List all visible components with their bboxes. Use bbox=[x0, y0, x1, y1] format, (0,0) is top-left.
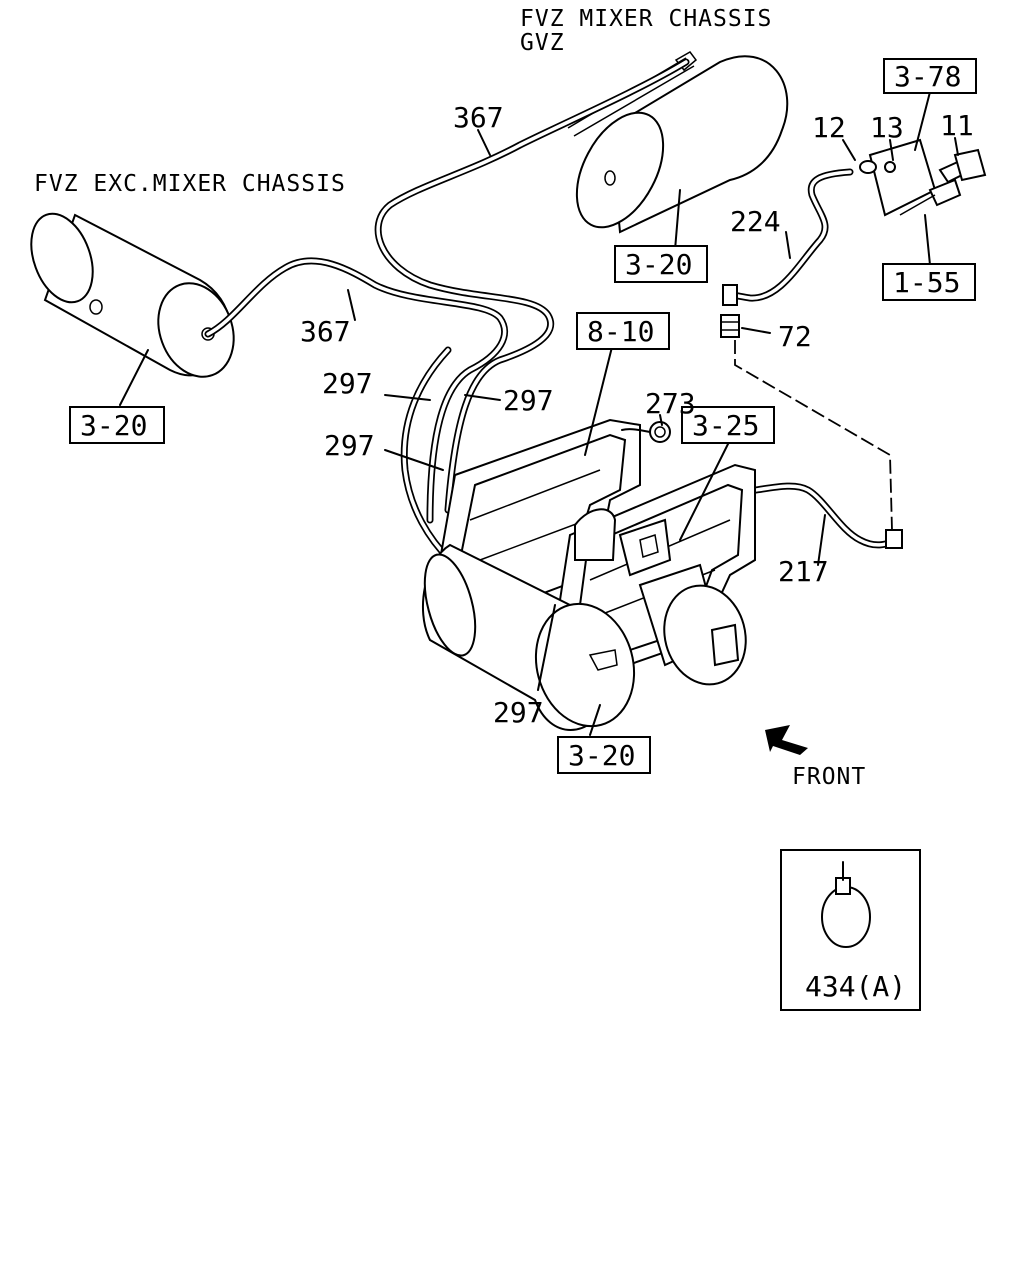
front-arrow-icon bbox=[765, 725, 808, 755]
valve-273 bbox=[621, 421, 671, 443]
ref-box-3-25 bbox=[681, 406, 775, 444]
hose-route-dashed bbox=[734, 340, 893, 531]
part-297-c: 297 bbox=[324, 429, 375, 462]
ref-box-8-10 bbox=[576, 312, 670, 350]
part-297-d: 297 bbox=[493, 696, 544, 729]
air-tank-top bbox=[567, 51, 789, 234]
caption-front: FRONT bbox=[792, 764, 866, 790]
caption-fvz-mixer-chassis: FVZ MIXER CHASSIS bbox=[520, 6, 772, 32]
part-367-left: 367 bbox=[300, 315, 351, 348]
ref-box-3-20-top bbox=[614, 245, 708, 283]
part-13: 13 bbox=[870, 111, 904, 144]
bracket-assembly bbox=[859, 138, 987, 217]
part-434a: 434(A) bbox=[805, 970, 906, 1003]
part-273: 273 bbox=[645, 387, 696, 420]
part-72: 72 bbox=[778, 320, 812, 353]
caption-fvz-exc-mixer-chassis: FVZ EXC.MIXER CHASSIS bbox=[34, 171, 346, 197]
ref-3-78: 3-78 bbox=[894, 60, 961, 93]
inset-clip-434: 434(A) bbox=[780, 849, 921, 1011]
ref-1-55: 1-55 bbox=[893, 266, 960, 299]
fitting-217-end bbox=[885, 529, 903, 549]
ref-3-25: 3-25 bbox=[692, 409, 759, 442]
part-297-b: 297 bbox=[503, 384, 554, 417]
ref-box-3-20-left bbox=[69, 406, 165, 444]
ref-box-3-20-bottom bbox=[557, 736, 651, 774]
part-224: 224 bbox=[730, 205, 781, 238]
fitting-72 bbox=[720, 284, 740, 338]
ref-box-1-55 bbox=[882, 263, 976, 301]
part-217: 217 bbox=[778, 555, 829, 588]
part-12: 12 bbox=[812, 111, 846, 144]
ref-box-3-78 bbox=[883, 58, 977, 94]
ref-3-20-bottom: 3-20 bbox=[568, 739, 635, 772]
ref-3-20-left: 3-20 bbox=[80, 409, 147, 442]
air-tank-left bbox=[30, 212, 235, 378]
caption-gvz: GVZ bbox=[520, 30, 565, 56]
air-tanks-bottom bbox=[422, 543, 747, 731]
ref-8-10: 8-10 bbox=[587, 315, 654, 348]
part-11: 11 bbox=[940, 109, 974, 142]
ref-3-20-top: 3-20 bbox=[625, 248, 692, 281]
part-297-a: 297 bbox=[322, 367, 373, 400]
part-367-top: 367 bbox=[453, 101, 504, 134]
